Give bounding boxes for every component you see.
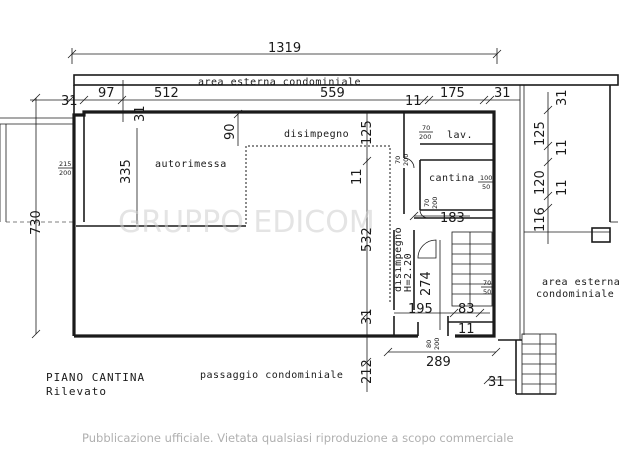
area-right-label-1: area esterna: [542, 277, 620, 288]
dim-83: 83: [458, 302, 475, 317]
room-lav-label: lav.: [447, 130, 473, 141]
dim-11-bottom: 11: [458, 322, 475, 337]
dim-11-mid: 11: [350, 168, 365, 185]
dim-512: 512: [154, 86, 179, 101]
opening-50a: 50: [482, 183, 490, 191]
dim-r31: 31: [555, 89, 570, 106]
opening-70c: 70: [423, 199, 431, 207]
dim-730: 730: [29, 210, 44, 235]
dim-289: 289: [426, 355, 451, 370]
dim-125-mid: 125: [360, 120, 375, 145]
opening-200b: 200: [402, 154, 410, 166]
opening-70b: 70: [394, 156, 402, 164]
dim-274: 274: [419, 271, 434, 296]
footer-notice: Pubblicazione ufficiale. Vietata qualsia…: [82, 431, 514, 445]
opening-200a: 200: [419, 133, 431, 141]
height-note: H=2.20: [403, 253, 414, 292]
dim-r125: 125: [533, 121, 548, 146]
dim-11-top: 11: [405, 94, 422, 109]
opening-labels: 215 200 70 200 70 200 70 200 100 50 70 5…: [58, 124, 494, 350]
passaggio-label: passaggio condominiale: [200, 370, 343, 381]
area-right-label-2: condominiale: [536, 289, 614, 300]
dim-31-left: 31: [61, 94, 78, 109]
dim-31-inner: 31: [133, 105, 148, 122]
dim-31-top-right: 31: [494, 86, 511, 101]
staircase: [451, 231, 557, 395]
dim-31-bottom-left: 31: [360, 308, 375, 325]
opening-50b: 50: [483, 288, 491, 296]
drawing-title: PIANO CANTINA: [46, 371, 145, 384]
dim-r11-b: 11: [555, 179, 570, 196]
drawing-subtitle: Rilevato: [46, 385, 107, 398]
room-disimpegno-label: disimpegno: [284, 129, 349, 140]
dimension-texts: 1319 31 97 512 559 11 175 31 31 90 125 3…: [29, 41, 570, 390]
dim-97: 97: [98, 86, 115, 101]
dim-r11-a: 11: [555, 139, 570, 156]
dim-175: 175: [440, 86, 465, 101]
dimension-lines: [30, 48, 553, 392]
dim-183: 183: [440, 211, 465, 226]
room-disimpegno-vert-label: disimpegno: [393, 227, 404, 292]
opening-200: 200: [59, 169, 71, 177]
dim-total-width: 1319: [268, 41, 301, 56]
dim-559: 559: [320, 86, 345, 101]
dim-212: 212: [360, 359, 375, 384]
opening-70a: 70: [422, 124, 430, 132]
area-top-label: area esterna condominiale: [198, 77, 361, 88]
dim-335: 335: [119, 159, 134, 184]
opening-100: 100: [480, 174, 492, 182]
opening-80: 80: [425, 340, 433, 348]
opening-200c: 200: [431, 197, 439, 209]
dim-r116: 116: [533, 207, 548, 232]
dim-31-bottom: 31: [488, 375, 505, 390]
dim-532: 532: [360, 227, 375, 252]
walls: [72, 110, 496, 338]
room-cantina-label: cantina: [429, 173, 475, 184]
room-labels: area esterna condominiale autorimessa di…: [155, 77, 620, 381]
opening-215: 215: [59, 160, 71, 168]
dim-90: 90: [223, 123, 238, 140]
opening-70d: 70: [483, 279, 491, 287]
watermark: GRUPPO EDICOM: [118, 205, 375, 240]
dim-195: 195: [408, 302, 433, 317]
opening-200d: 200: [433, 338, 441, 350]
dim-r120: 120: [533, 170, 548, 195]
room-autorimessa-label: autorimessa: [155, 159, 227, 170]
